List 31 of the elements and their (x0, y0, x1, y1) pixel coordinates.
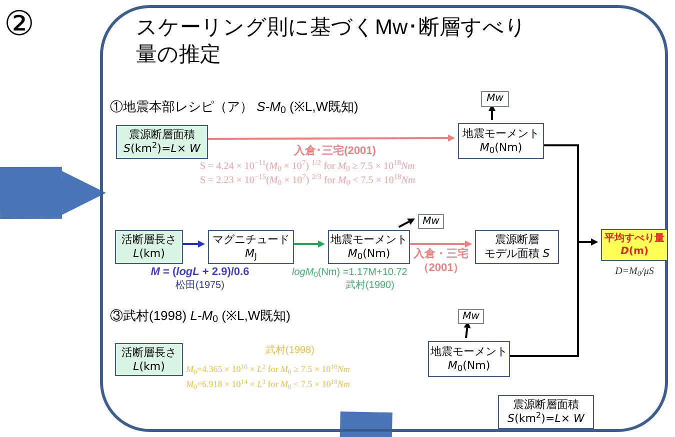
process-box: マグニチュード M$_{J}$ (208, 230, 294, 264)
section-heading: ①地震本部レシピ（ア） S-M$_{0}$ (※L,W既知) (110, 98, 360, 116)
process-box: 地震モーメント M$_{0}$(Nm) (428, 341, 510, 377)
edge-label: 入倉･三宅(2001) (293, 144, 377, 158)
formula: S = 4.24 × 10$^{−11}$(M$_{0}$ × 10$^{7}$) $^{1/2}$ for M$_{0}$ ≥ 7.5 × 10$^{18}$Nm (200, 159, 416, 174)
process-box: 震源断層 モデル面積 S (475, 230, 559, 264)
step-number: ② (4, 4, 35, 44)
process-box: 地震モーメント M$_{0}$(Nm) (458, 123, 544, 159)
arrow (398, 218, 415, 228)
output-box: Mw (458, 309, 484, 324)
rounded-panel (100, 5, 668, 432)
output-box: Mw (481, 91, 509, 107)
citation: 武村(1990) (344, 278, 396, 293)
process-box: 地震モーメント M$_{0}$(Nm) (328, 230, 410, 264)
formula: M = (logL + 2.9)/0.6 (150, 265, 250, 280)
block-arrow (0, 166, 106, 219)
input-box: 活断層長さ L(km) (115, 230, 183, 264)
input-box: 活断層長さ L(km) (115, 343, 183, 376)
formula: M$_{0}$=6.918 × 10$^{14}$ × L$^{3}$ for M$_{0}$ < 7.5 × 10$^{18}$Nm (186, 378, 352, 392)
citation: 松田(1975) (174, 278, 226, 293)
formula: D=M$_{0}$/μS (614, 265, 655, 279)
panel-title: スケーリング則に基づくMw･断層すべり量の推定 (136, 15, 528, 68)
section-heading: ③武村(1998) L-M$_{0}$ (※L,W既知) (110, 307, 292, 326)
input-box: 震源断層面積 S(km$^{2}$)=L× W (116, 125, 208, 159)
result-box: 平均すべり量 D(m) (601, 229, 668, 261)
citation: 武村(1998) (264, 344, 316, 358)
formula: M$_{0}$=4.365 × 10$^{16}$ × L$^{2}$ for M$_{0}$ ≥ 7.5 × 10$^{18}$Nm (186, 363, 351, 376)
output-box: Mw (418, 214, 444, 229)
process-box: 震源断層面積 S(km$^{2}$)=L× W (498, 395, 594, 429)
formula: S = 2.23 × 10$^{−15}$(M$_{0}$ × 10$^{7}$) $^{2/3}$ for M$_{0}$ < 7.5 × 10$^{18}$Nm (200, 173, 416, 188)
edge-label: 入倉・三宅（2001） (412, 247, 470, 275)
